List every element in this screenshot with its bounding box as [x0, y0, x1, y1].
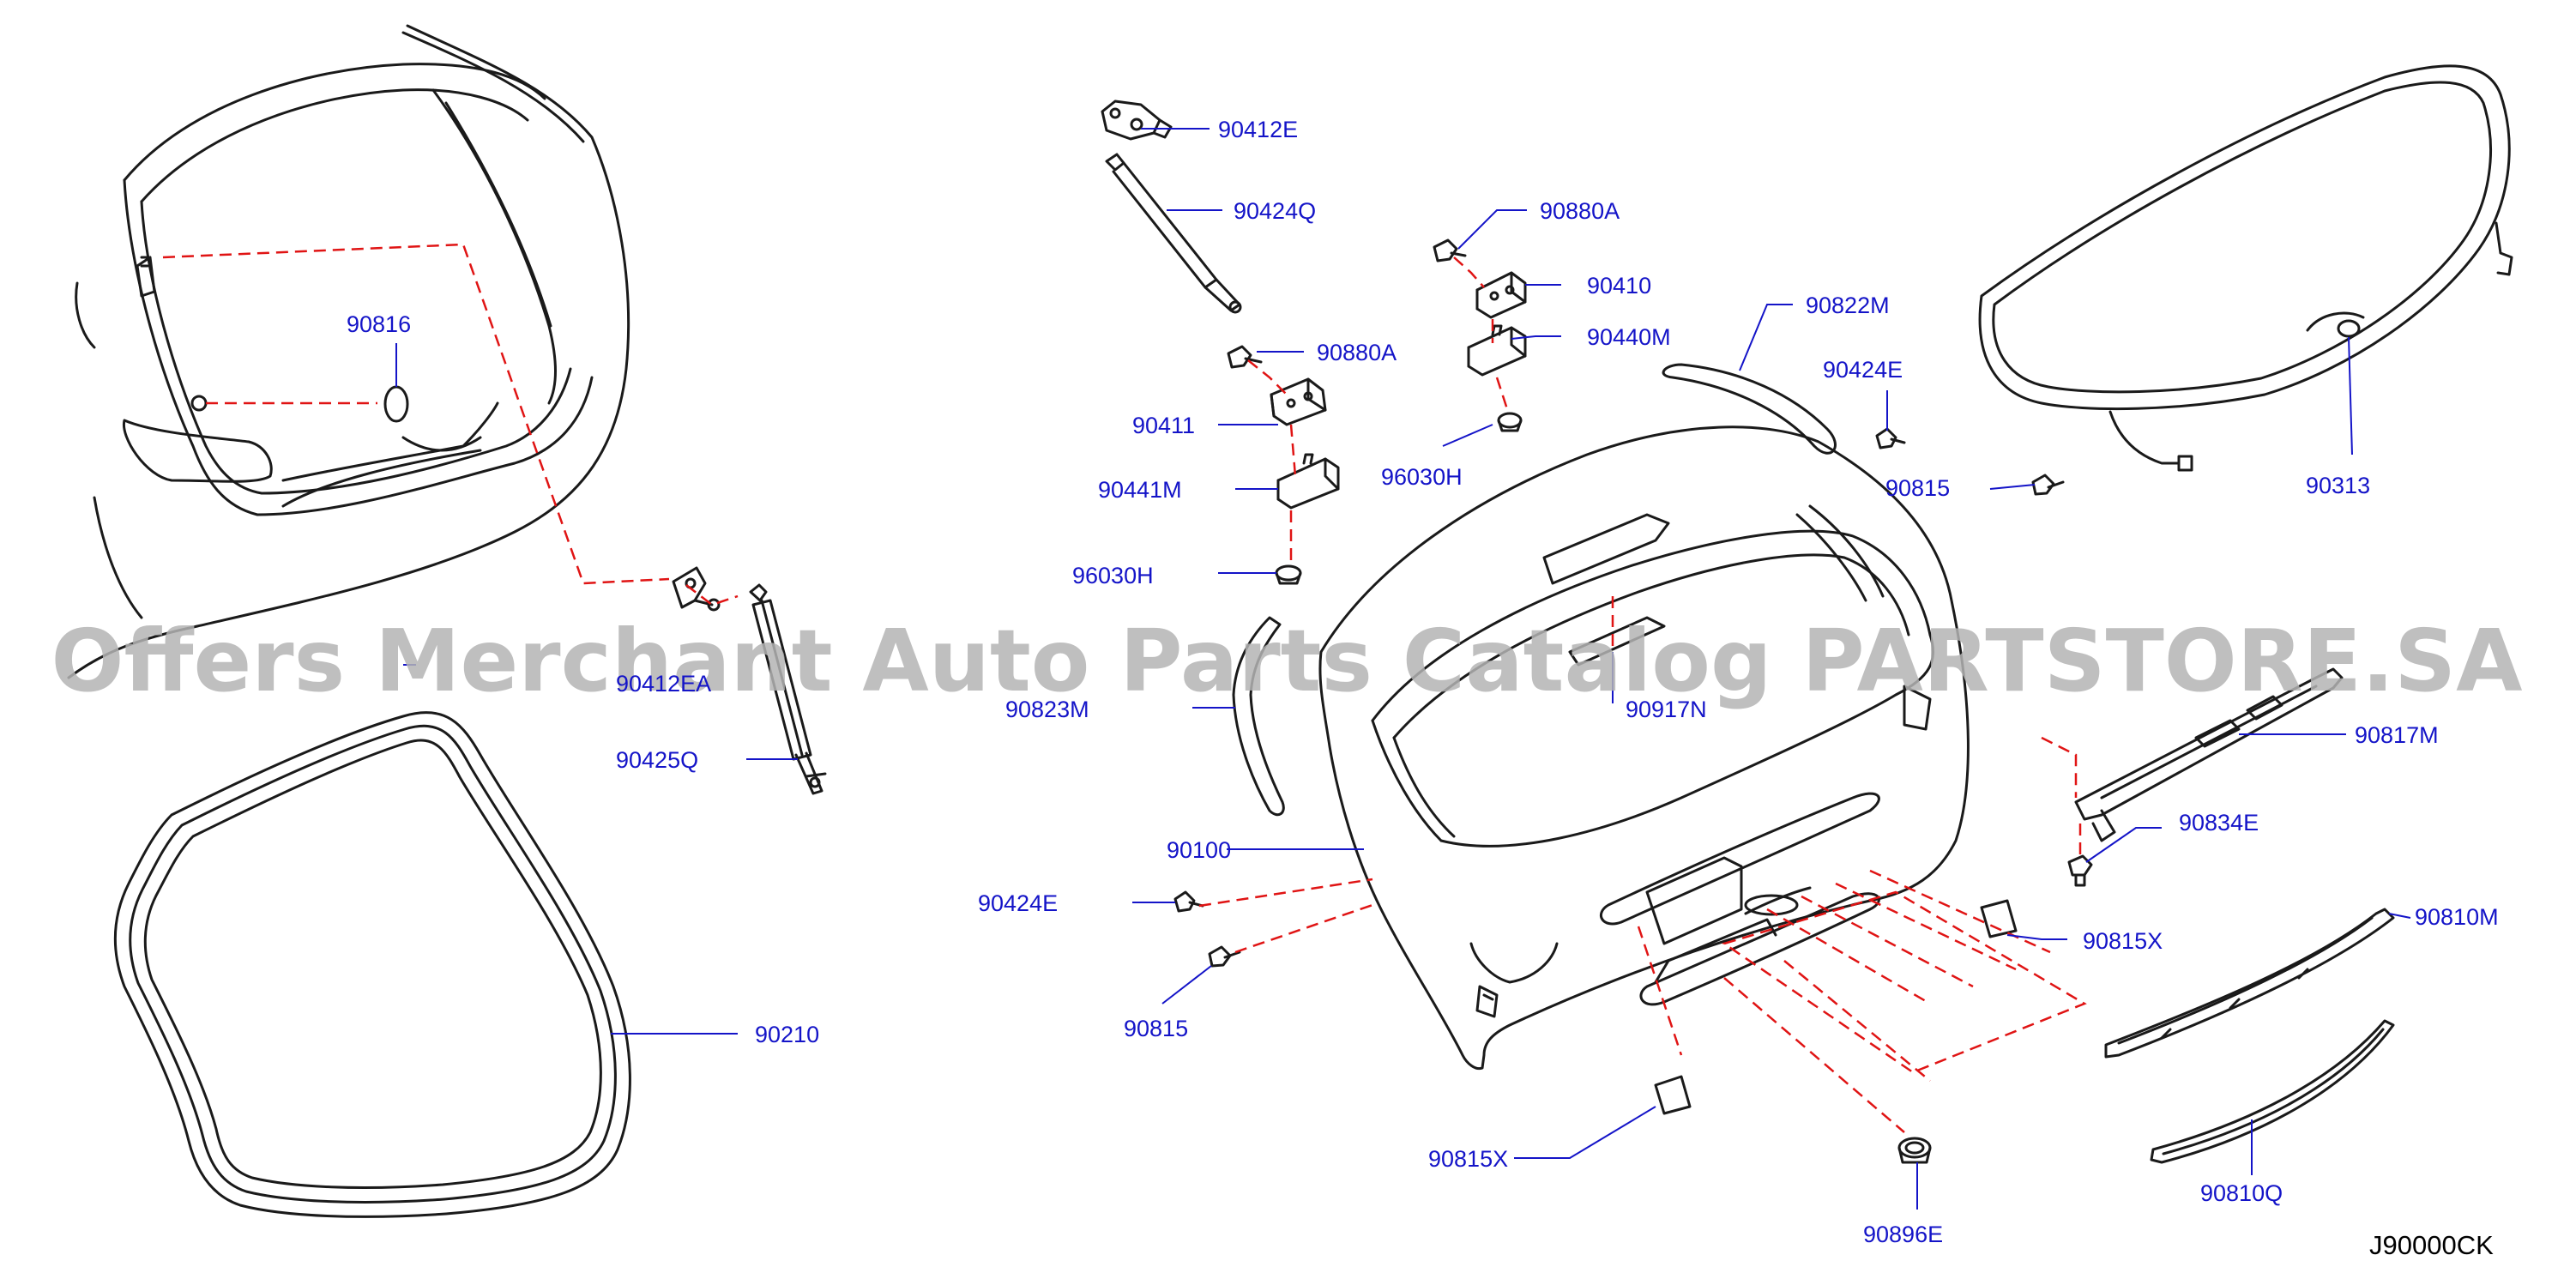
label-96030H-right: 96030H: [1381, 464, 1463, 490]
bolt-90880A-right-drawing: [1433, 238, 1467, 262]
hinge-bracket-90412E-drawing: [1101, 100, 1173, 141]
label-90425Q: 90425Q: [616, 747, 698, 773]
molding-90823M-drawing: [1232, 616, 1285, 817]
hinge-90410-drawing: [1475, 271, 1527, 319]
clip-96030H-right-drawing: [1497, 412, 1523, 432]
hinge-90411-drawing: [1270, 377, 1327, 426]
seal-90815X-bottom-drawing: [1654, 1075, 1692, 1115]
gas-strut-90424Q-drawing: [1105, 153, 1242, 314]
grommet-90816-drawing: [383, 385, 409, 423]
label-90424E-left: 90424E: [978, 890, 1058, 916]
label-90440M: 90440M: [1587, 324, 1671, 350]
hinge-base-90441M-drawing: [1276, 453, 1340, 510]
label-90896E: 90896E: [1863, 1222, 1943, 1247]
clip-90424E-left-drawing: [1173, 890, 1204, 913]
label-90816: 90816: [347, 311, 411, 337]
watermark-text: Offers Merchant Auto Parts Catalog PARTS…: [51, 611, 2522, 711]
molding-90822M-drawing: [1662, 363, 1837, 455]
garnish-90810Q-drawing: [2150, 1019, 2395, 1164]
label-90424Q: 90424Q: [1234, 198, 1316, 224]
back-glass-90313-drawing: [1978, 64, 2513, 472]
label-90917N: 90917N: [1626, 697, 1707, 722]
label-90424E-right: 90424E: [1823, 357, 1903, 383]
label-90441M: 90441M: [1098, 477, 1182, 503]
label-90313: 90313: [2306, 473, 2370, 498]
label-90815-right: 90815: [1885, 475, 1950, 501]
hinge-base-90440M-drawing: [1467, 324, 1527, 377]
label-90810Q: 90810Q: [2200, 1180, 2283, 1206]
diagram-code: J90000CK: [2369, 1230, 2494, 1260]
vehicle-rear-body-drawing: [67, 24, 630, 679]
part-labels: 90816 90412EA 90425Q 90210 90412E 90424Q…: [347, 117, 2499, 1247]
assembly-dashed-lines: [162, 243, 2087, 1133]
gas-strut-90425Q-drawing: [749, 583, 827, 795]
label-90810M: 90810M: [2415, 904, 2499, 930]
label-90100: 90100: [1167, 837, 1231, 863]
label-90880A-right: 90880A: [1540, 198, 1620, 224]
label-90815X-bottom: 90815X: [1428, 1146, 1508, 1172]
grommet-90896E-drawing: [1897, 1137, 1932, 1164]
label-90880A-upper: 90880A: [1317, 340, 1397, 365]
label-90412E: 90412E: [1218, 117, 1298, 142]
back-door-panel-90100-drawing: [1318, 425, 1970, 1071]
garnish-90810M-drawing: [2104, 908, 2395, 1059]
weatherstrip-90210-drawing: [113, 711, 631, 1218]
bolt-90815-left-drawing: [1208, 945, 1241, 968]
strut-bracket-90412EA-drawing: [672, 566, 721, 612]
label-96030H-left: 96030H: [1072, 563, 1154, 588]
label-90823M: 90823M: [1005, 697, 1089, 722]
label-90815X-right: 90815X: [2083, 928, 2163, 954]
label-90822M: 90822M: [1806, 293, 1890, 318]
label-90210: 90210: [755, 1022, 819, 1047]
seal-90815X-right-drawing: [1980, 899, 2018, 938]
garnish-90817M-drawing: [2074, 667, 2344, 842]
bolt-90815-right-drawing: [2031, 474, 2065, 496]
label-90411: 90411: [1132, 413, 1195, 438]
label-90815-left: 90815: [1124, 1016, 1188, 1041]
label-90834E: 90834E: [2179, 810, 2259, 836]
clip-96030H-left-drawing: [1275, 564, 1302, 585]
leader-lines: [395, 128, 2411, 1210]
label-90410: 90410: [1587, 273, 1651, 299]
label-90412EA: 90412EA: [616, 671, 711, 697]
bolt-90880A-left-drawing: [1227, 345, 1263, 369]
clip-90424E-right-drawing: [1875, 427, 1906, 449]
label-90817M: 90817M: [2355, 722, 2439, 748]
bolt-90834E-drawing: [2067, 854, 2093, 887]
